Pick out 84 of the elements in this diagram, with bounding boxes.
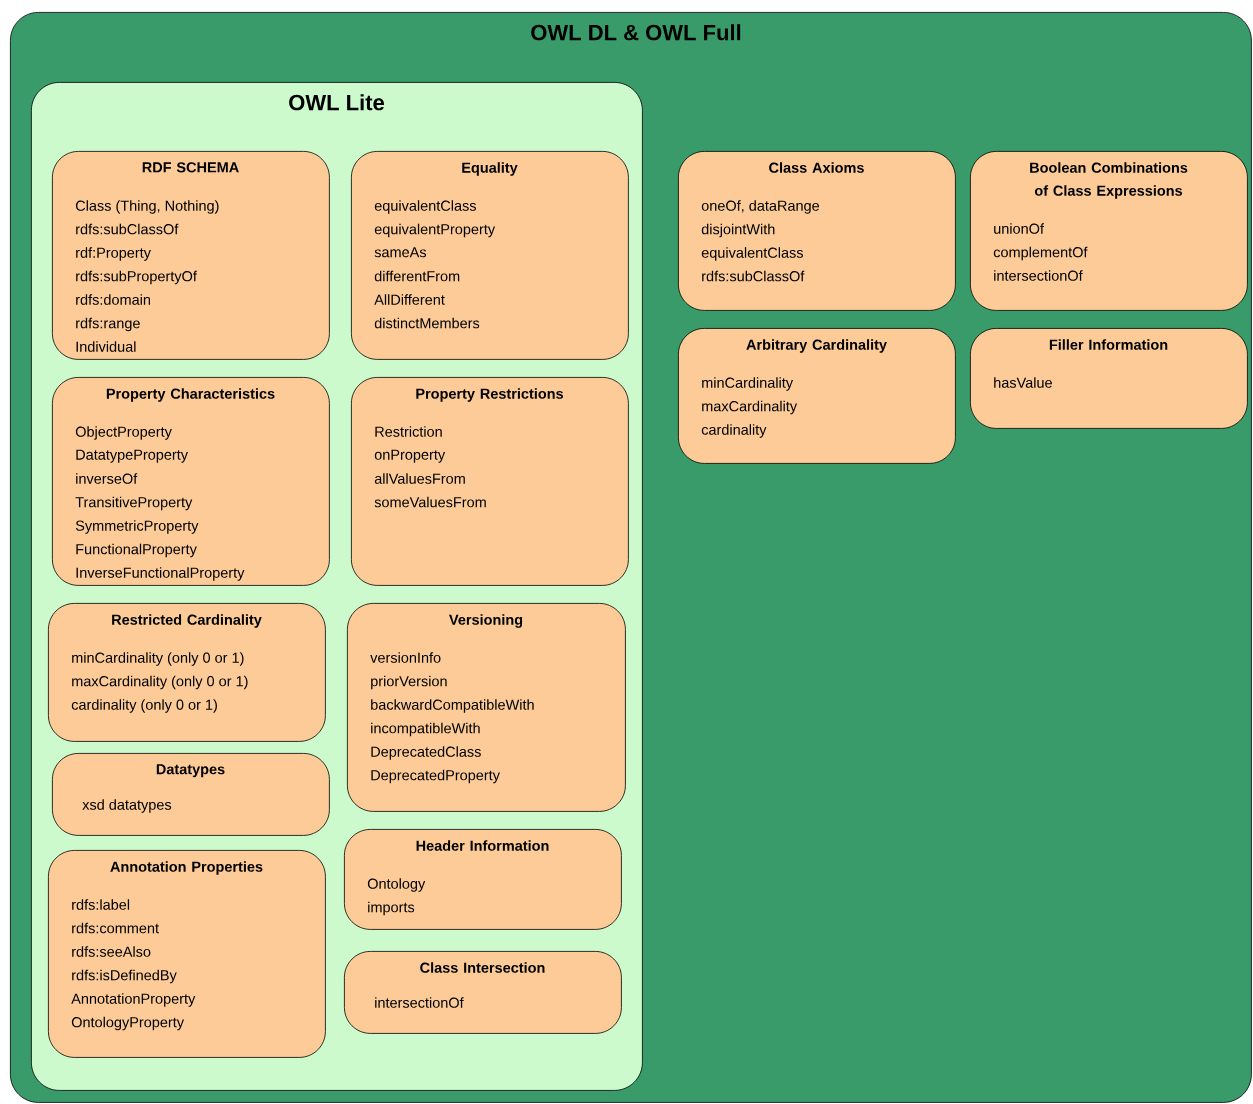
heading: Header Information [416, 840, 549, 851]
item-text: onProperty [374, 449, 446, 463]
item-text: rdfs:subClassOf [76, 223, 179, 235]
category-box [347, 603, 626, 812]
item-text: rdfs:isDefinedBy [72, 969, 177, 984]
item-text: rdfs:comment [72, 922, 159, 934]
item-text: distinctMembers [374, 317, 480, 329]
item-text: AllDifferent [374, 294, 445, 305]
item-text: xsd datatypes [82, 799, 172, 813]
item-text: complementOf [993, 246, 1088, 261]
heading: Property Characteristics [106, 388, 275, 402]
heading: Property Restrictions [416, 388, 564, 402]
item-text: rdfs:domain [76, 294, 150, 305]
item-text: Class (Thing, Nothing) [75, 200, 219, 214]
item-text: DeprecatedProperty [371, 769, 500, 784]
category-box [970, 328, 1248, 429]
heading: OWL Lite [289, 94, 384, 111]
item-text: priorVersion [371, 675, 447, 690]
item-text: unionOf [994, 223, 1044, 234]
item-text: DatatypeProperty [76, 449, 188, 463]
heading: OWL DL & OWL Full [531, 24, 741, 41]
category-box [678, 328, 956, 464]
item-text: equivalentProperty [374, 223, 496, 238]
heading: Class Axioms [769, 162, 864, 173]
item-text: maxCardinality [702, 400, 798, 415]
heading: Boolean Combinations of Class Expressions [1030, 162, 1188, 199]
item-text: FunctionalProperty [76, 543, 197, 558]
item-text: cardinality (only 0 or 1) [71, 699, 217, 713]
item-text: someValuesFrom [374, 496, 486, 508]
item-text: equivalentClass [374, 200, 476, 214]
heading: Restricted Cardinality [112, 614, 262, 628]
item-text: DeprecatedClass [371, 746, 481, 760]
category-box [970, 151, 1248, 311]
category-box [48, 850, 326, 1058]
item-text: maxCardinality (only 0 or 1) [72, 675, 248, 690]
item-text: rdfs:label [72, 899, 130, 910]
category-box [678, 151, 956, 311]
item-text: equivalentClass [701, 247, 804, 261]
item-text: InverseFunctionalProperty [76, 567, 245, 581]
heading: Datatypes [156, 764, 225, 778]
item-text: AnnotationProperty [71, 993, 196, 1007]
item-text: versionInfo [370, 652, 441, 663]
category-box [52, 377, 330, 586]
item-text: Individual [76, 341, 136, 352]
heading: Filler Information [1049, 339, 1168, 350]
item-text: cardinality [701, 424, 767, 438]
item-text: oneOf, dataRange [701, 200, 820, 214]
item-text: rdfs:subClassOf [702, 270, 805, 282]
item-text: TransitiveProperty [75, 496, 193, 511]
item-text: backwardCompatibleWith [371, 699, 534, 713]
category-box [52, 753, 330, 836]
category-box [344, 829, 622, 930]
item-text: Ontology [367, 878, 426, 892]
category-box [48, 603, 326, 742]
item-text: minCardinality [702, 377, 794, 391]
heading: RDF SCHEMA [142, 162, 239, 173]
heading: Equality [462, 162, 518, 176]
category-box [351, 377, 629, 586]
item-text: ObjectProperty [75, 426, 172, 440]
heading: Annotation Properties [110, 861, 263, 875]
item-text: sameAs [374, 247, 427, 258]
category-box [351, 151, 629, 360]
heading: Versioning [449, 614, 523, 628]
item-text: rdfs:range [76, 317, 140, 332]
category-box [52, 151, 330, 360]
item-text: rdfs:subPropertyOf [76, 270, 197, 285]
item-text: intersectionOf [375, 997, 464, 1008]
heading: Class Intersection [420, 962, 545, 973]
category-box [344, 951, 622, 1034]
item-text: minCardinality (only 0 or 1) [72, 652, 244, 666]
item-text: differentFrom [374, 270, 460, 282]
item-text: imports [368, 901, 415, 916]
item-text: hasValue [994, 377, 1052, 388]
item-text: rdfs:seeAlso [72, 946, 151, 957]
item-text: incompatibleWith [371, 722, 480, 737]
item-text: OntologyProperty [71, 1016, 184, 1031]
item-text: SymmetricProperty [75, 520, 199, 534]
item-text: disjointWith [701, 223, 775, 238]
item-text: Restriction [375, 426, 442, 437]
heading: Arbitrary Cardinality [746, 339, 887, 353]
item-text: rdf:Property [76, 247, 151, 261]
item-text: inverseOf [76, 473, 138, 484]
item-text: intersectionOf [994, 270, 1083, 281]
item-text: allValuesFrom [374, 473, 465, 484]
